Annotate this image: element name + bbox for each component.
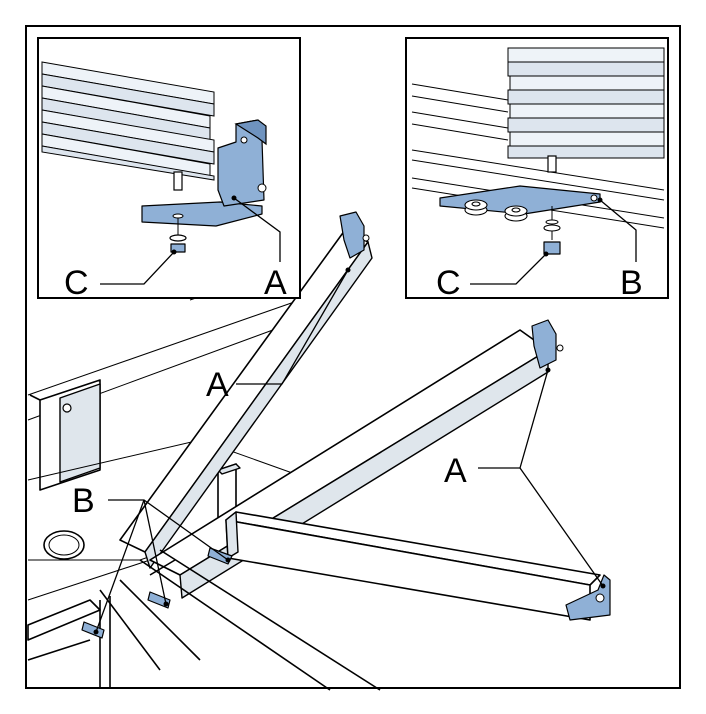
inset-left: C A: [37, 37, 301, 302]
bracket-a-right: [531, 319, 564, 369]
bracket-a-bottom: [565, 574, 611, 621]
label-a-inset: A: [264, 264, 287, 302]
main-scene: A A B: [27, 211, 611, 691]
bracket-plate-left: [141, 201, 263, 227]
left-upright: [29, 379, 101, 491]
label-a-top: A: [206, 366, 229, 404]
lower-beam: [225, 511, 601, 621]
label-c-left: C: [64, 264, 89, 302]
bracket-a-top: [339, 211, 370, 259]
label-b-left: B: [72, 482, 95, 520]
inset-right: C B: [405, 37, 669, 302]
label-a-right: A: [444, 452, 467, 490]
diagonal-beam-top: [119, 229, 373, 569]
outer-frame: [25, 25, 681, 689]
label-c-right: C: [436, 264, 461, 302]
rail-profile-left: [41, 61, 215, 181]
label-b-inset: B: [620, 264, 643, 302]
rail-profile-right: [507, 47, 665, 159]
